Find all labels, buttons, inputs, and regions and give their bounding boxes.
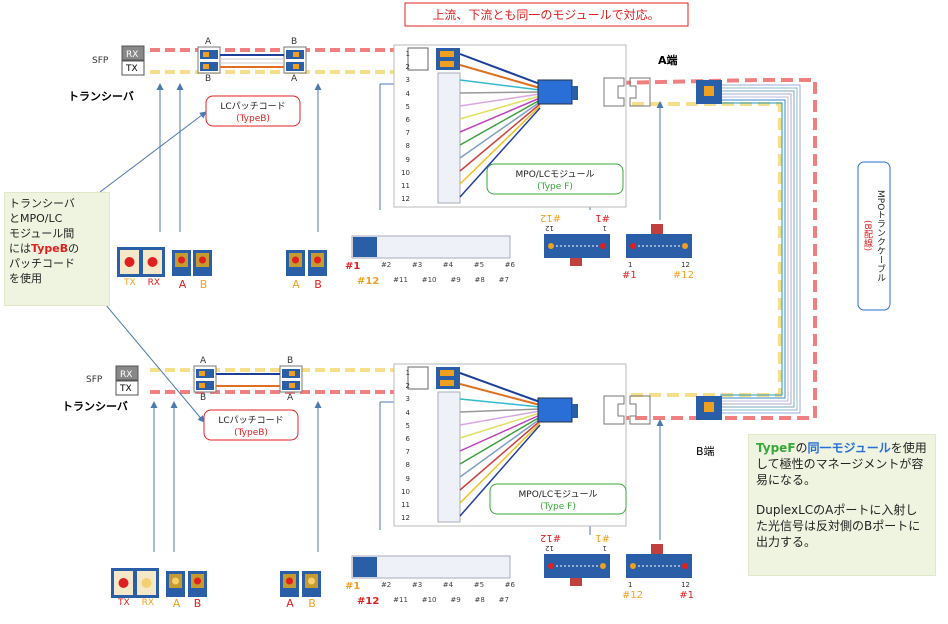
lower-sfp-label: SFP bbox=[86, 375, 103, 385]
lower-cord-a-left: A bbox=[200, 356, 207, 366]
right-note-em2: 同一モジュール bbox=[807, 441, 891, 455]
svg-text:RX: RX bbox=[120, 370, 132, 380]
upper-fan-fibers bbox=[459, 53, 541, 198]
upper-mpo-left-labels: #1#12 bbox=[540, 212, 610, 223]
svg-text:RX: RX bbox=[126, 50, 138, 60]
lower-sfp-module: RX TX bbox=[115, 365, 139, 396]
lower-mpo-right bbox=[626, 544, 692, 578]
lower-trunk-connector-face bbox=[704, 402, 714, 412]
end-a-label: A端 bbox=[658, 54, 678, 67]
lower-adapter bbox=[603, 395, 651, 425]
note-arrows bbox=[99, 111, 207, 423]
lower-module-title: MPO/LCモジュール bbox=[519, 490, 598, 500]
upper-patch-label-box bbox=[205, 95, 301, 127]
upper-cord-b-right: B bbox=[291, 37, 297, 47]
upper-patch-title: LCパッチコード bbox=[220, 101, 285, 112]
upper-mpo-connector bbox=[537, 79, 573, 105]
trunk-fibers bbox=[720, 84, 801, 414]
lower-cord-a-right: A bbox=[287, 393, 294, 403]
upper-front-top-labels: #1#2#3#4#5#6 bbox=[345, 261, 515, 272]
upper-trunk-connector-face bbox=[704, 86, 714, 96]
upper-sfp-ports-icon bbox=[117, 247, 165, 277]
lower-module-type: (Type F) bbox=[540, 502, 576, 512]
upper-cord-b-left: B bbox=[205, 74, 211, 84]
upper-sfp-module: RX TX bbox=[121, 45, 145, 76]
lower-sfp-ports-icon bbox=[111, 568, 159, 598]
lower-transceiver-label: トランシーバ bbox=[62, 400, 128, 413]
lower-cord-b-left: B bbox=[200, 393, 206, 403]
end-b-label: B端 bbox=[696, 445, 715, 458]
lower-patch-type: (TypeB) bbox=[234, 428, 268, 438]
upper-module-title: MPO/LCモジュール bbox=[516, 170, 595, 180]
upper-cord-a-left: A bbox=[205, 37, 212, 47]
upper-adapter bbox=[603, 77, 651, 107]
lower-mpo-connector bbox=[537, 397, 573, 423]
lower-patch-label-box bbox=[203, 409, 299, 441]
left-note-em: TypeB bbox=[31, 242, 69, 255]
upper-sfp-label: SFP bbox=[92, 56, 109, 66]
left-note: トランシーバ とMPO/LC モジュール間 にはTypeBの パッチコード を使… bbox=[4, 192, 110, 306]
right-note-em1: TypeF bbox=[756, 441, 796, 455]
right-note-para2: DuplexLCのAポートに入射した光信号は反対側のBポートに出力する。 bbox=[756, 503, 921, 549]
upper-mpo-connector-tip bbox=[572, 86, 578, 100]
lower-mpo-left bbox=[544, 554, 610, 586]
lower-mpo-right-labels: #12#1 bbox=[622, 590, 694, 601]
lower-cord-b-right: B bbox=[287, 356, 293, 366]
lower-rlc-port-a bbox=[280, 571, 299, 597]
trunk-sub: (B配線) bbox=[862, 220, 872, 252]
upper-module-ports bbox=[407, 47, 461, 204]
upper-lc-port-b bbox=[193, 250, 212, 276]
lower-module-ports bbox=[407, 366, 461, 523]
upper-lc-port-a bbox=[172, 250, 191, 276]
upper-mpo-right-labels: #1#12 bbox=[622, 270, 694, 281]
trunk-label-box bbox=[857, 161, 891, 311]
lower-mpo-left-labels: #1#12 bbox=[540, 532, 610, 543]
lower-mpo-connector-tip bbox=[572, 404, 578, 418]
lower-module-label-box bbox=[489, 483, 627, 515]
lower-front-panel bbox=[351, 555, 511, 579]
upper-cord-a-right: A bbox=[291, 74, 298, 84]
svg-text:TX: TX bbox=[125, 64, 138, 74]
lower-lc-port-a bbox=[166, 571, 185, 597]
trunk-outline-red bbox=[564, 78, 817, 420]
upper-rlc-port-b bbox=[308, 250, 327, 276]
upper-leader-lines bbox=[156, 83, 664, 232]
lower-patch-title: LCパッチコード bbox=[218, 415, 283, 426]
trunk-label: MPOトランクケーブル (B配線) bbox=[860, 164, 888, 308]
svg-text:TX: TX bbox=[119, 384, 132, 394]
upper-mpo-left bbox=[544, 234, 610, 266]
banner-box bbox=[404, 2, 689, 27]
right-note: TypeFの同一モジュールを使用して極性のマネージメントが容易になる。 Dupl… bbox=[748, 434, 936, 576]
lower-lc-patch-cord bbox=[193, 365, 303, 393]
upper-lc-patch-cord bbox=[197, 46, 307, 74]
upper-transceiver-label: トランシーバ bbox=[68, 90, 134, 103]
lower-fan-fibers bbox=[459, 372, 541, 517]
lower-rlc-port-b bbox=[302, 571, 321, 597]
upper-module-label-box bbox=[486, 163, 624, 195]
upper-mpo-right bbox=[626, 224, 692, 258]
upper-front-bottom-labels: #12#11#10#9#8#7 bbox=[357, 276, 509, 287]
upper-front-panel bbox=[351, 235, 511, 259]
upper-module-type: (Type F) bbox=[537, 182, 573, 192]
lower-front-bottom-labels: #12#11#10#9#8#7 bbox=[357, 596, 509, 607]
banner-text: 上流、下流とも同一のモジュールで対応。 bbox=[432, 8, 659, 22]
lower-front-top-labels: #1#2#3#4#5#6 bbox=[345, 581, 515, 592]
upper-patch-type: (TypeB) bbox=[236, 114, 270, 124]
lower-lc-port-b bbox=[188, 571, 207, 597]
upper-rlc-port-a bbox=[286, 250, 305, 276]
trunk-title: MPOトランクケーブル bbox=[875, 189, 885, 283]
